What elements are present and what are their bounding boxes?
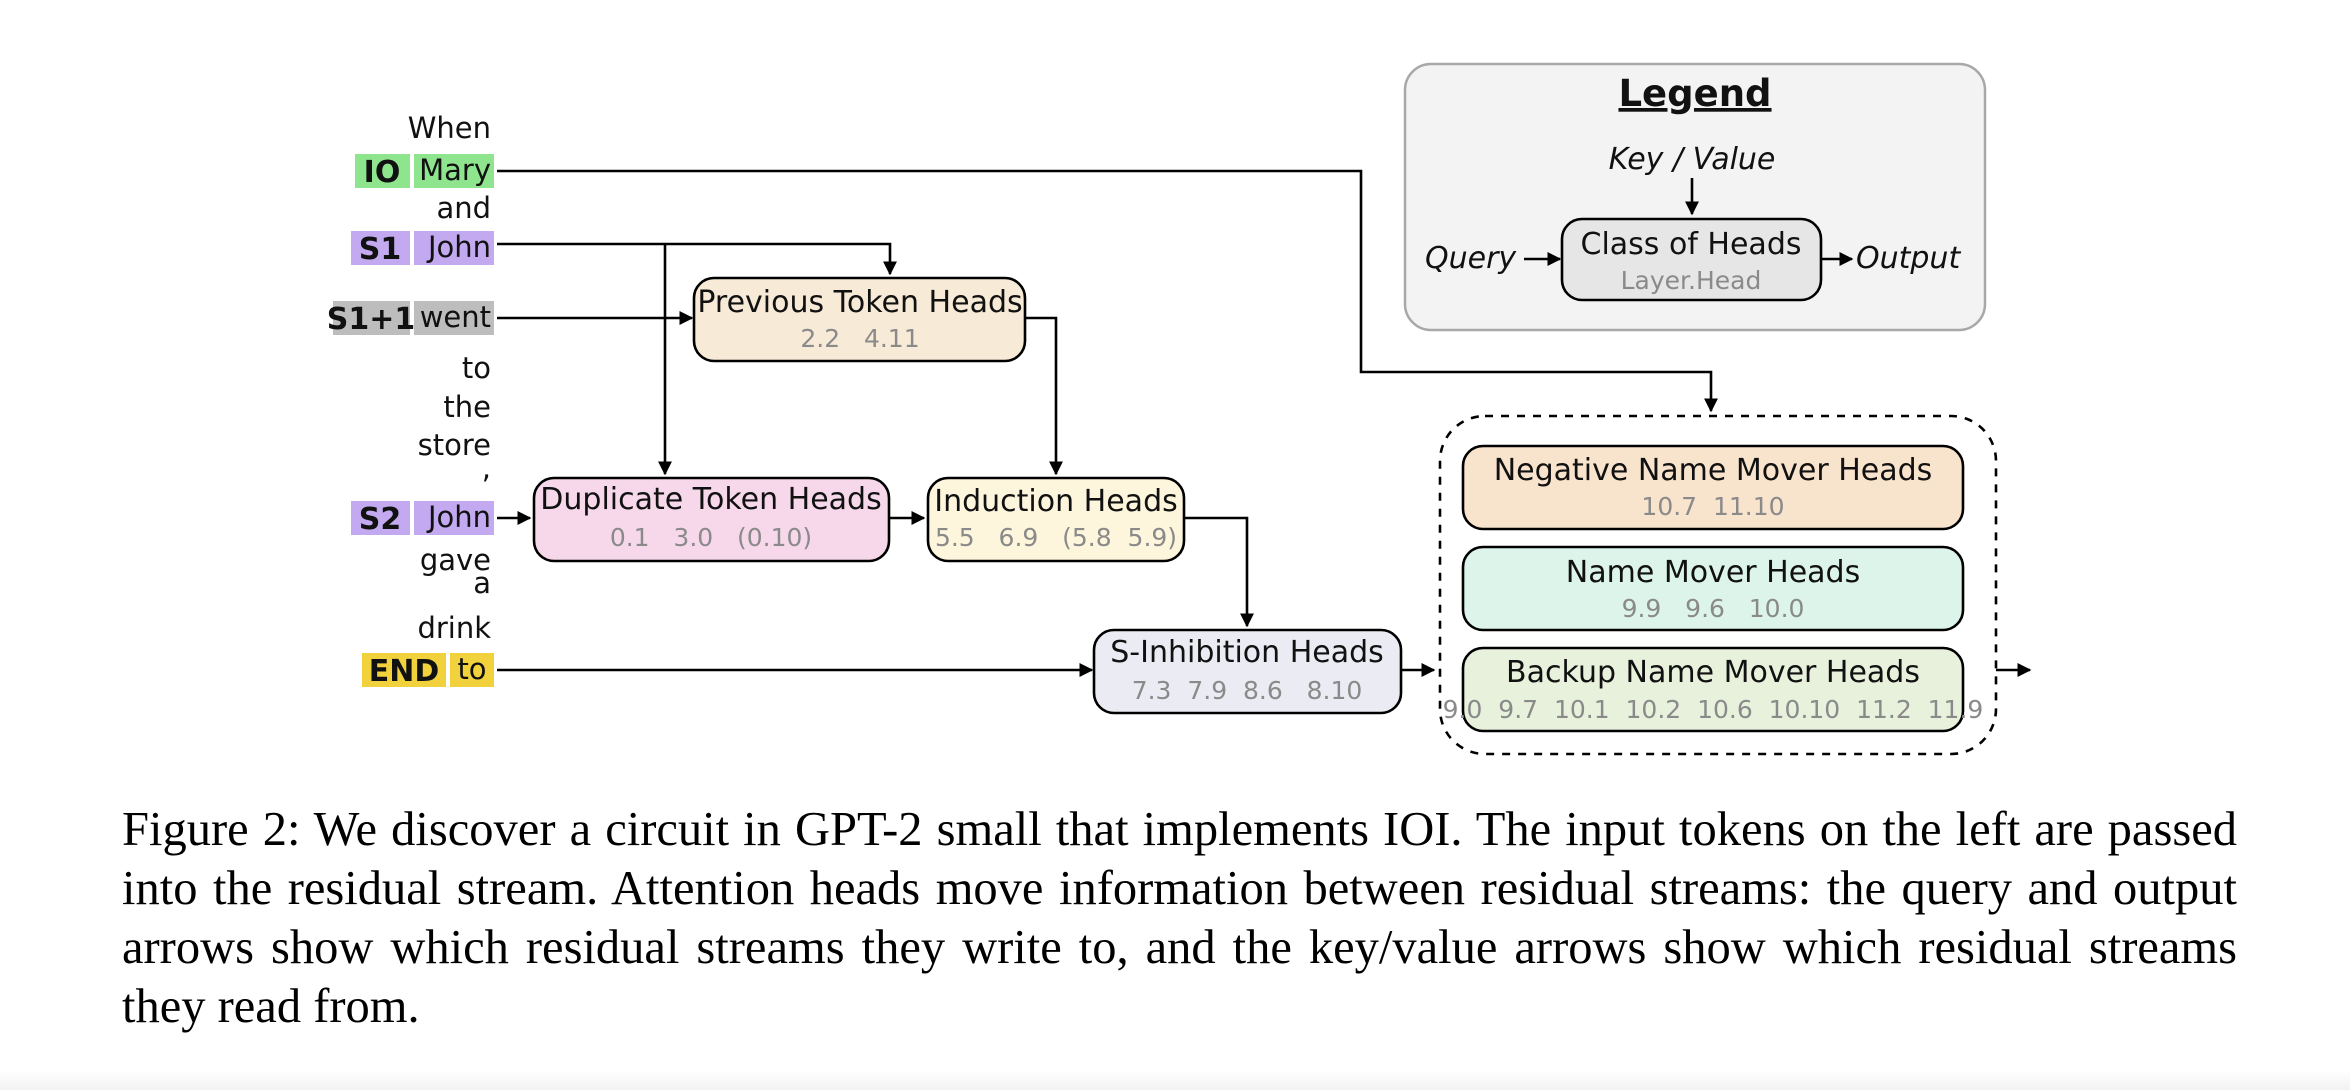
- previous-token-heads-title: Previous Token Heads: [697, 285, 1022, 320]
- negative-name-mover-heads-box: [1461, 444, 1965, 531]
- legend-title: Legend: [1618, 72, 1771, 115]
- name-mover-heads-box: [1461, 545, 1965, 632]
- previous-token-heads-box: [692, 276, 1027, 363]
- legend-class-title: Class of Heads: [1581, 227, 1802, 262]
- s1p1-tag-highlight: [333, 301, 410, 335]
- backup-name-mover-heads-list: 9.0 9.7 10.1 10.2 10.6 10.10 11.2 11.9: [1443, 695, 1984, 724]
- s2-tag-highlight: [351, 501, 410, 535]
- ioi-circuit-diagram: Legend Key / Value Query Class of Heads …: [327, 62, 2032, 756]
- token-and: and: [436, 191, 491, 225]
- token-john2: John: [426, 500, 491, 534]
- name-mover-heads-title: Name Mover Heads: [1566, 555, 1860, 590]
- edge-mary-to-name-movers: [497, 169, 1718, 413]
- io-tag: IO: [364, 155, 401, 190]
- edge-induction-to-s-inhibition: [1184, 516, 1254, 628]
- token-the: the: [443, 390, 491, 424]
- token-to2: to: [457, 652, 486, 686]
- token-john1: John: [426, 230, 491, 264]
- figure-caption: Figure 2: We discover a circuit in GPT-2…: [122, 803, 2237, 1033]
- s-inhibition-heads-list: 7.3 7.9 8.6 8.10: [1132, 676, 1363, 705]
- went-highlight: [414, 301, 494, 335]
- token-went: went: [420, 300, 491, 334]
- end-tag: END: [369, 654, 440, 689]
- induction-heads-box: [926, 476, 1186, 563]
- end-tag-highlight: [362, 653, 446, 687]
- token-comma: ,: [482, 451, 491, 485]
- token-drink: drink: [417, 611, 491, 645]
- induction-heads-list: 5.5 6.9 (5.8 5.9): [935, 523, 1177, 552]
- backup-name-mover-heads-box: [1461, 646, 1965, 733]
- legend-query-label: Query: [1425, 241, 1517, 276]
- token-when: When: [408, 111, 491, 145]
- duplicate-token-heads-title: Duplicate Token Heads: [540, 482, 881, 517]
- john2-highlight: [414, 501, 494, 535]
- john1-highlight: [414, 231, 494, 265]
- legend-output-label: Output: [1856, 241, 1961, 276]
- previous-token-heads-list: 2.2 4.11: [800, 324, 919, 353]
- s-inhibition-heads-box: [1092, 628, 1403, 715]
- name-mover-group: [1438, 414, 1998, 756]
- edge-previous-token-to-induction: [1025, 316, 1063, 476]
- s1-tag: S1: [359, 232, 401, 267]
- negative-name-mover-heads-title: Negative Name Mover Heads: [1494, 453, 1933, 488]
- s1-tag-highlight: [351, 231, 410, 265]
- page-bottom-shade: [0, 1070, 2350, 1090]
- legend-key-value-label: Key / Value: [1609, 142, 1776, 177]
- s1p1-tag: S1+1: [327, 302, 416, 337]
- token-mary: Mary: [419, 153, 491, 187]
- legend-class-sub: Layer.Head: [1621, 266, 1762, 295]
- s2-tag: S2: [359, 502, 401, 537]
- to2-highlight: [450, 653, 494, 687]
- token-gave: gave: [420, 543, 491, 577]
- io-tag-highlight: [355, 154, 410, 188]
- token-a: a: [473, 566, 491, 600]
- token-to1: to: [462, 351, 491, 385]
- legend-class-box: [1560, 217, 1823, 302]
- negative-name-mover-heads-list: 10.7 11.10: [1641, 492, 1784, 521]
- induction-heads-title: Induction Heads: [934, 484, 1178, 519]
- mary-highlight: [414, 154, 494, 188]
- token-store: store: [418, 428, 491, 462]
- name-mover-heads-list: 9.9 9.6 10.0: [1622, 594, 1805, 623]
- edge-s1-to-previous-token: [497, 242, 897, 276]
- backup-name-mover-heads-title: Backup Name Mover Heads: [1506, 655, 1920, 690]
- duplicate-token-heads-list: 0.1 3.0 (0.10): [610, 523, 812, 552]
- s-inhibition-heads-title: S-Inhibition Heads: [1110, 635, 1384, 670]
- duplicate-token-heads-box: [532, 476, 891, 563]
